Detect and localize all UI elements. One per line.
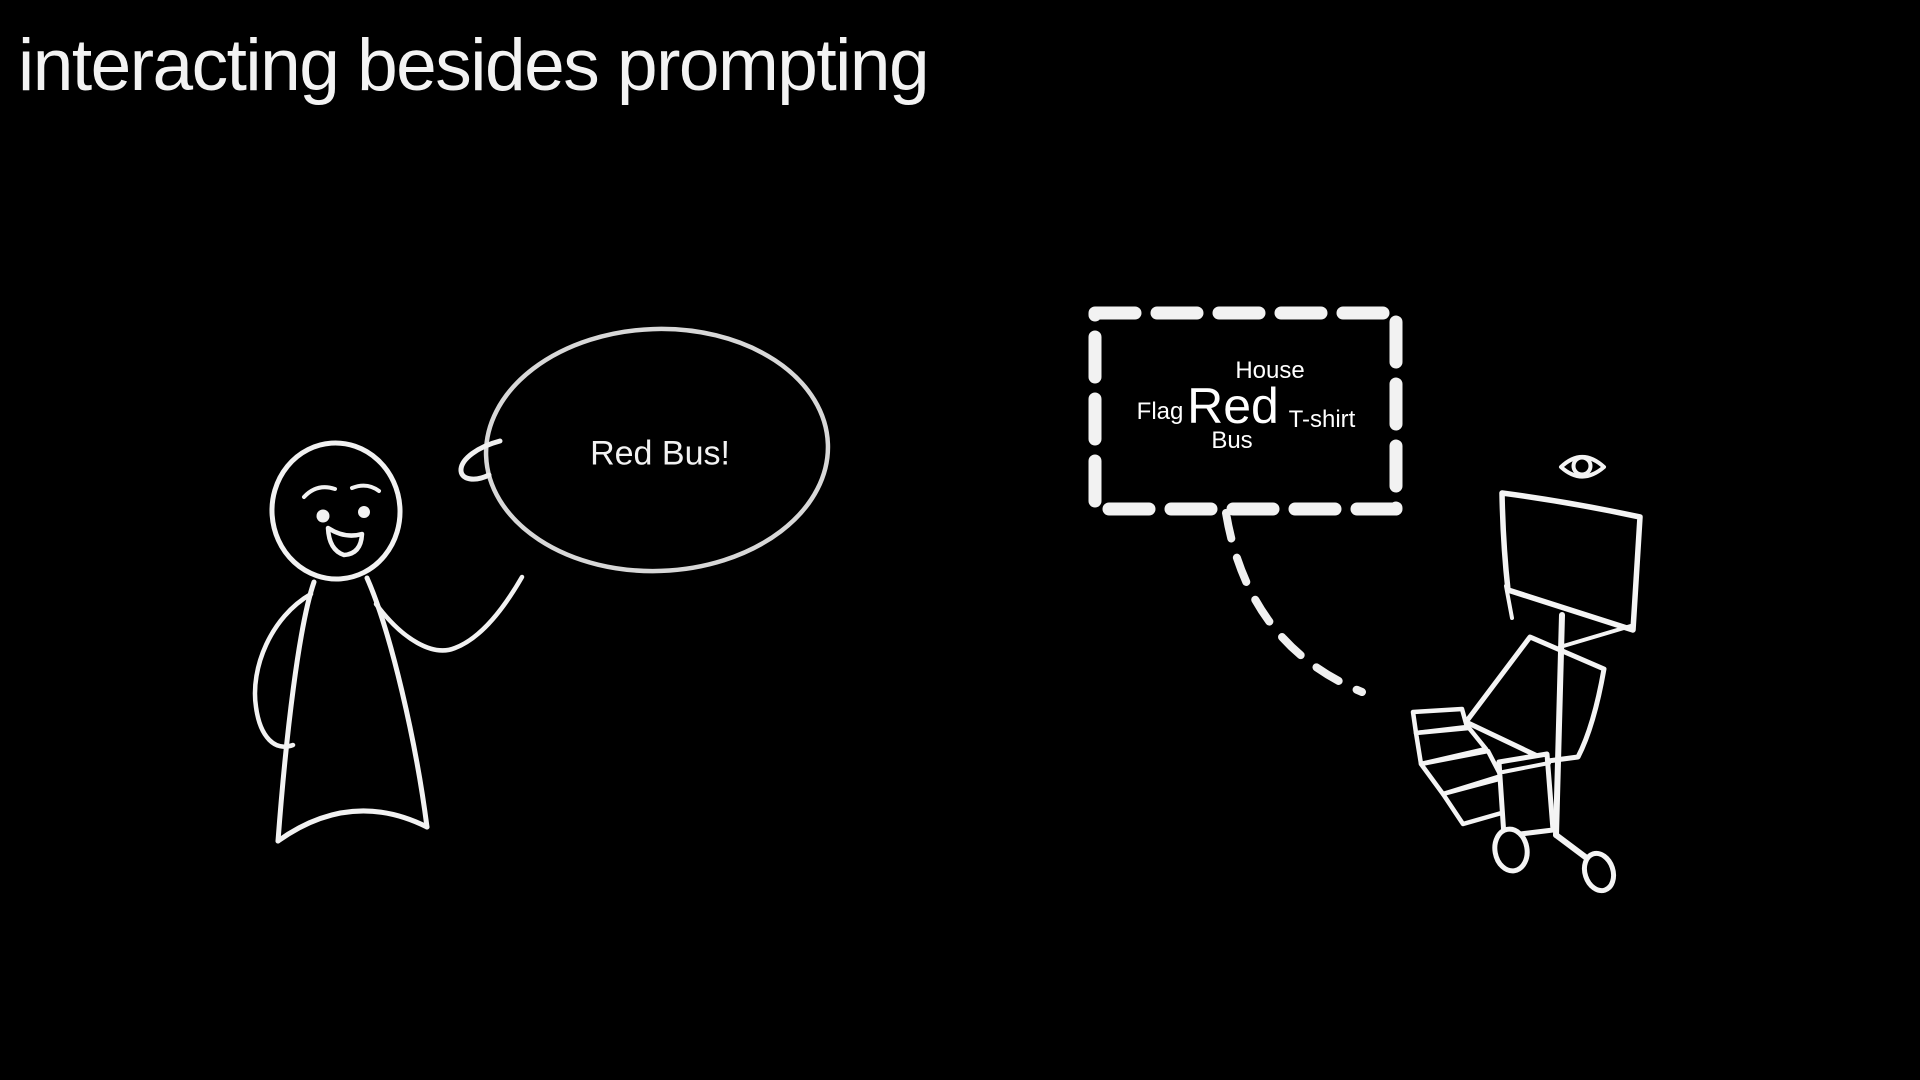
word-cloud: House Flag Red T-shirt Bus [1095, 313, 1396, 509]
eye-icon [1559, 455, 1606, 479]
person-right-arm [373, 574, 525, 653]
word-red-emphasized: Red [1187, 378, 1279, 434]
robot-monitor-sketch-line [1558, 623, 1636, 649]
person-right-eye [358, 506, 370, 518]
eye-icon-outline [1559, 455, 1606, 479]
slide-title: interacting besides prompting [18, 25, 930, 106]
robot-monitor-overshoot [1504, 584, 1514, 620]
robot-upper-arm [1463, 634, 1607, 764]
robot-right-wheel [1581, 850, 1617, 894]
word-house: House [1235, 357, 1305, 384]
person-left-eyebrow [302, 485, 337, 499]
person-head [269, 440, 403, 582]
robot-left-wheel [1492, 826, 1530, 874]
eye-icon-pupil [1571, 455, 1593, 477]
speech-bubble-text: Red Bus! [590, 434, 730, 473]
person-left-eye [316, 509, 330, 523]
word-box-border [1088, 306, 1403, 516]
person-mouth [325, 525, 365, 558]
connector-dashed-line [1222, 509, 1366, 696]
robot-pole [1553, 612, 1565, 838]
robot-figure [1410, 455, 1643, 894]
robot-strut [1553, 832, 1591, 862]
speech-bubble [458, 326, 831, 574]
person-body-hem [275, 808, 430, 844]
robot-arm-fan [1410, 706, 1522, 827]
word-tshirt: T-shirt [1288, 406, 1356, 433]
person-body-right [364, 575, 430, 830]
robot-monitor [1499, 490, 1643, 633]
word-bus: Bus [1211, 427, 1253, 454]
robot-hand-inner-line [1501, 761, 1551, 774]
speech-bubble-tail [458, 438, 503, 482]
person-left-arm [252, 591, 314, 749]
robot-hand-segment [1496, 751, 1556, 839]
person-right-eyebrow [350, 483, 381, 493]
word-flag: Flag [1136, 398, 1184, 425]
person-body-left [275, 579, 317, 844]
person-figure [252, 440, 525, 844]
speech-bubble-outline [483, 326, 831, 574]
